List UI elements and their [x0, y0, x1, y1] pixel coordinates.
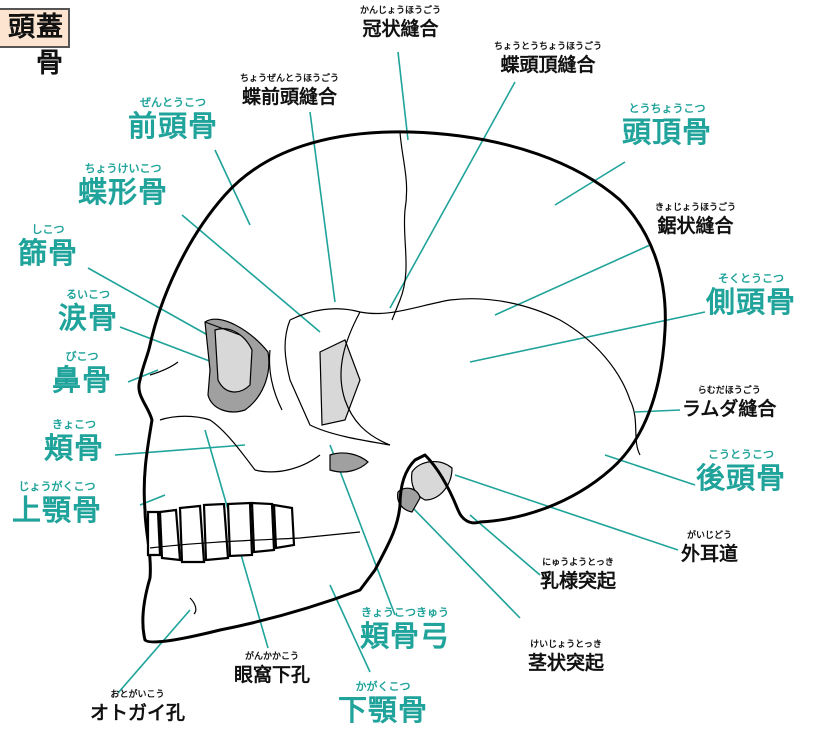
ruby: にゅうようとっき	[540, 558, 616, 569]
label-sphenofrontal-suture: ちょうぜんとうほうごう 蝶前頭縫合	[240, 74, 339, 109]
ruby: ちょうとうちょうほうごう	[494, 42, 602, 53]
name: 頭頂骨	[622, 115, 712, 149]
name: ラムダ縫合	[682, 397, 776, 421]
ruby: がんかかこう	[234, 652, 310, 663]
label-ethmoid-bone: しこつ 篩骨	[18, 223, 78, 270]
ruby: るいこつ	[58, 288, 118, 301]
label-lacrimal-bone: るいこつ 涙骨	[58, 288, 118, 335]
ruby: きょじょうほうごう	[655, 203, 736, 214]
ruby: こうとうこつ	[696, 448, 786, 461]
name: 後頭骨	[696, 461, 786, 495]
ruby: ぜんとうこつ	[128, 96, 218, 109]
name: 下顎骨	[338, 693, 428, 727]
label-sphenoparietal-suture: ちょうとうちょうほうごう 蝶頭頂縫合	[494, 42, 602, 77]
ruby: らむだほうごう	[682, 386, 776, 397]
teeth	[148, 503, 294, 562]
label-zygomatic-bone: きょこつ 頬骨	[44, 418, 104, 465]
label-serrate-suture: きょじょうほうごう 鋸状縫合	[655, 203, 736, 238]
name: 前頭骨	[128, 109, 218, 143]
name: 蝶形骨	[78, 175, 168, 209]
ruby: かがくこつ	[338, 680, 428, 693]
ruby: そくとうこつ	[706, 272, 796, 285]
name: 眼窩下孔	[234, 663, 310, 687]
label-zygomatic-arch: きょうこつきゅう 頬骨弓	[360, 606, 450, 653]
label-mental-foramen: おとがいこう オトガイ孔	[90, 690, 185, 725]
label-maxilla: じょうがくこつ 上顎骨	[12, 480, 102, 527]
name: 涙骨	[58, 301, 118, 335]
label-infraorbital-foramen: がんかかこう 眼窩下孔	[234, 652, 310, 687]
name: 篩骨	[18, 236, 78, 270]
name: 蝶前頭縫合	[240, 85, 339, 109]
ruby: きょうこつきゅう	[360, 606, 450, 619]
label-frontal-bone: ぜんとうこつ 前頭骨	[128, 96, 218, 143]
label-styloid-process: けいじょうとっき 茎状突起	[528, 640, 604, 675]
label-sphenoid-bone: ちょうけいこつ 蝶形骨	[78, 162, 168, 209]
ruby: じょうがくこつ	[12, 480, 102, 493]
name: 乳様突起	[540, 569, 616, 593]
label-external-acoustic-meatus: がいじどう 外耳道	[681, 531, 738, 566]
label-temporal-bone: そくとうこつ 側頭骨	[706, 272, 796, 319]
ruby: ちょうけいこつ	[78, 162, 168, 175]
label-nasal-bone: びこつ 鼻骨	[52, 350, 112, 397]
label-occipital-bone: こうとうこつ 後頭骨	[696, 448, 786, 495]
ruby: がいじどう	[681, 531, 738, 542]
label-parietal-bone: とうちょうこつ 頭頂骨	[622, 102, 712, 149]
name: 上顎骨	[12, 493, 102, 527]
ruby: かんじょうほうごう	[360, 6, 441, 17]
name: オトガイ孔	[90, 701, 185, 725]
ruby: ちょうぜんとうほうごう	[240, 74, 339, 85]
label-mastoid-process: にゅうようとっき 乳様突起	[540, 558, 616, 593]
ruby: しこつ	[18, 223, 78, 236]
shaded-regions	[205, 319, 452, 512]
name: 茎状突起	[528, 651, 604, 675]
ruby: おとがいこう	[90, 690, 185, 701]
name: 頬骨弓	[360, 619, 450, 653]
ruby: けいじょうとっき	[528, 640, 604, 651]
ruby: とうちょうこつ	[622, 102, 712, 115]
label-lambdoid-suture: らむだほうごう ラムダ縫合	[682, 386, 776, 421]
name: 鋸状縫合	[655, 214, 736, 238]
name: 頬骨	[44, 431, 104, 465]
name: 外耳道	[681, 542, 738, 566]
sutures	[150, 132, 640, 472]
ruby: きょこつ	[44, 418, 104, 431]
name: 冠状縫合	[360, 17, 441, 41]
name: 蝶頭頂縫合	[494, 53, 602, 77]
ruby: びこつ	[52, 350, 112, 363]
pointer-lines	[88, 52, 705, 693]
page-title: 頭蓋骨	[0, 8, 70, 48]
name: 鼻骨	[52, 363, 112, 397]
label-mandible: かがくこつ 下顎骨	[338, 680, 428, 727]
name: 側頭骨	[706, 285, 796, 319]
label-coronal-suture: かんじょうほうごう 冠状縫合	[360, 6, 441, 41]
